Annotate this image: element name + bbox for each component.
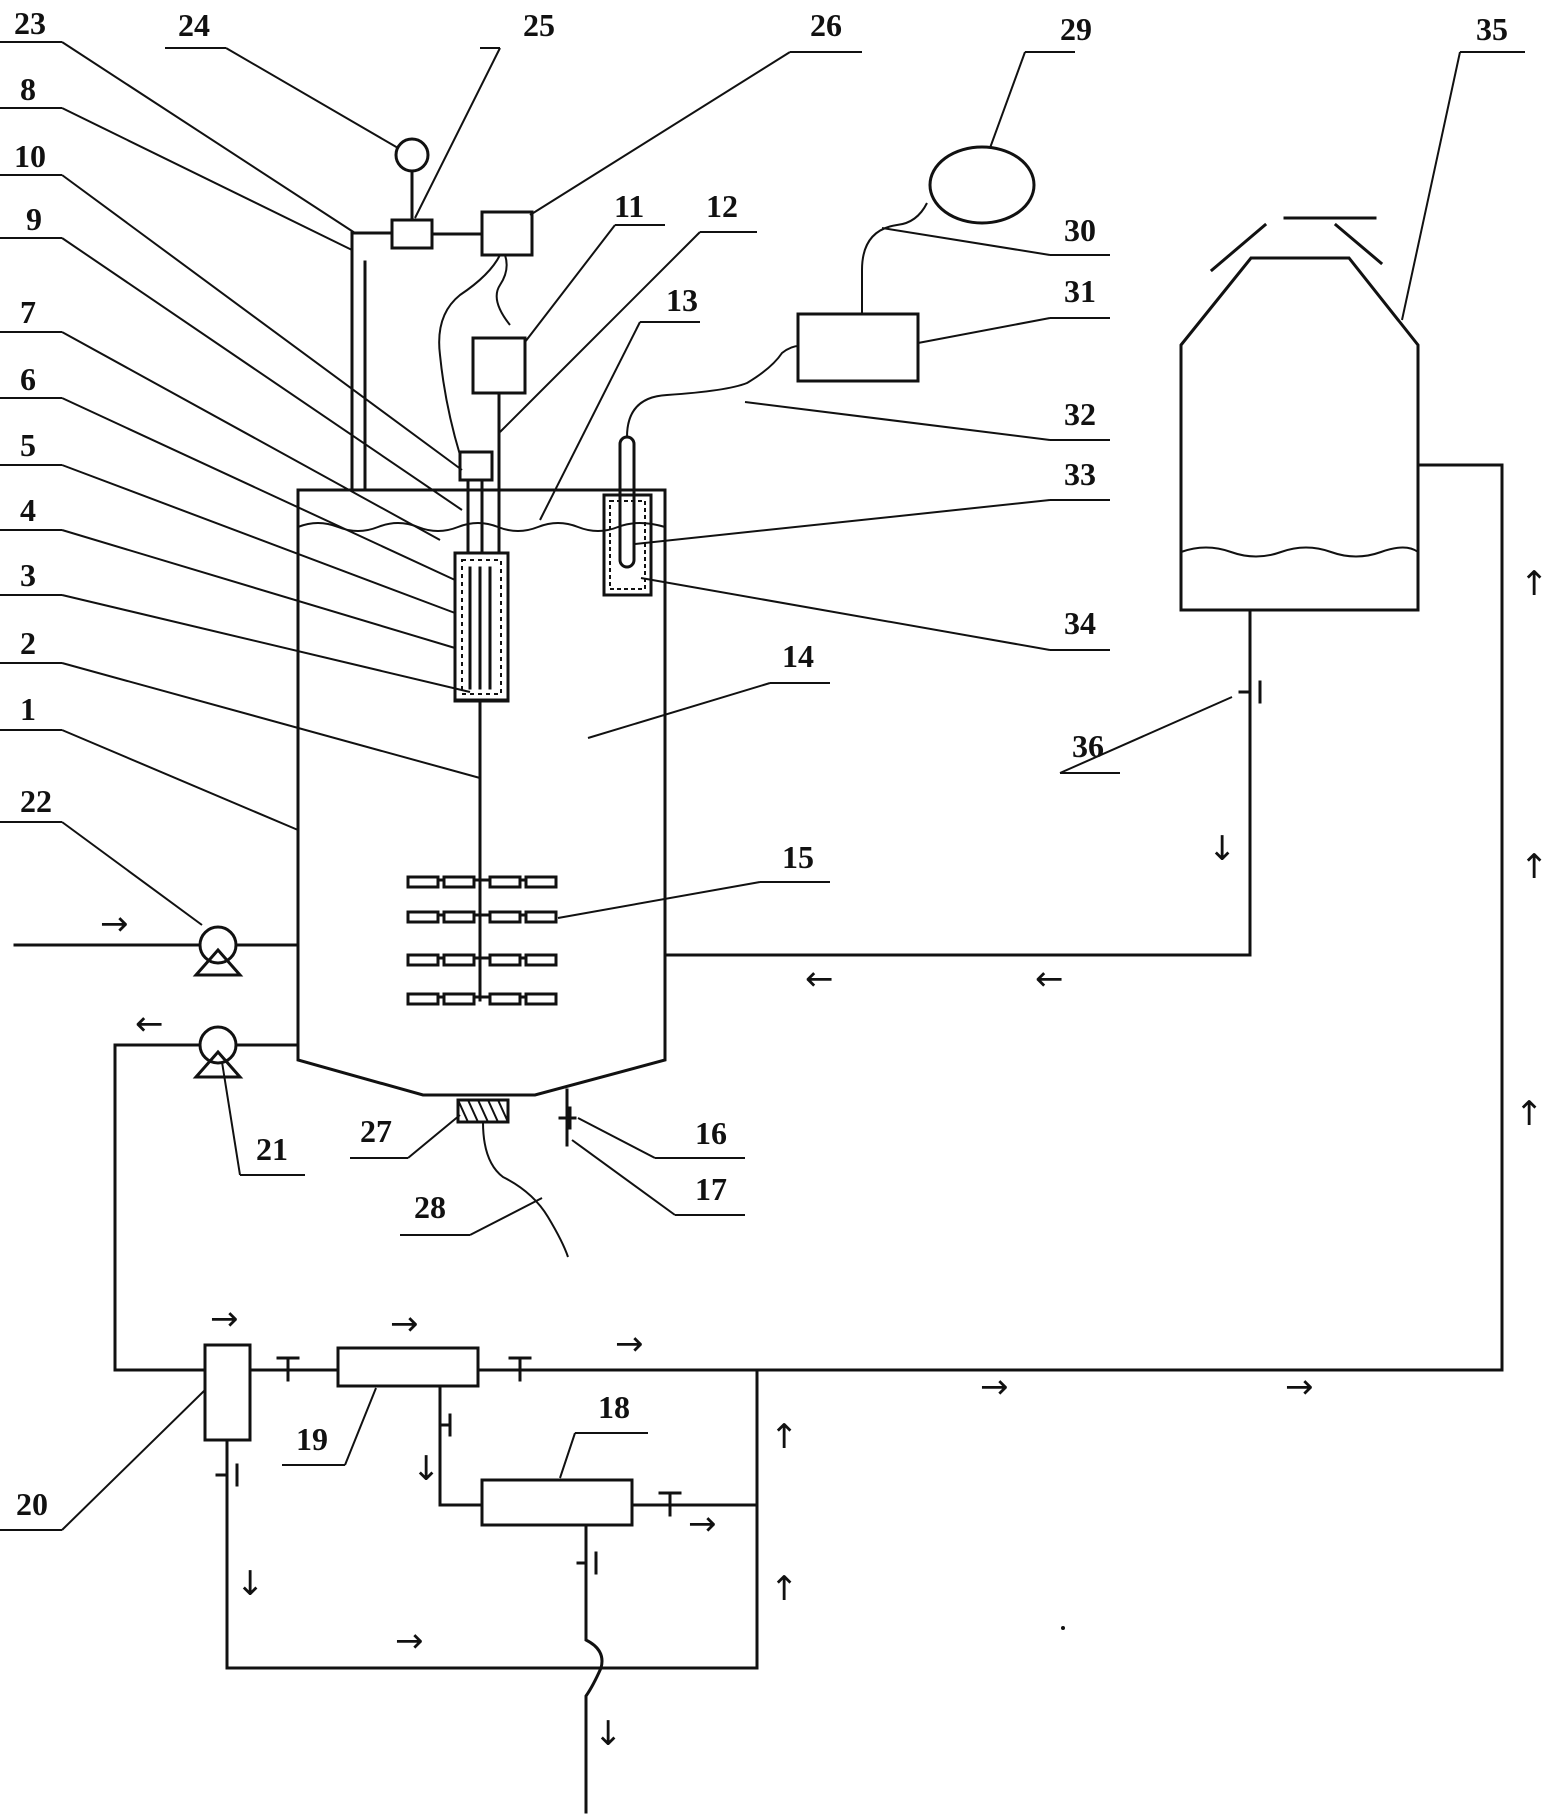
label-4: 4 bbox=[20, 492, 36, 528]
arrow-down-icon: ↓ bbox=[412, 1449, 441, 1489]
label-16: 16 bbox=[695, 1115, 727, 1151]
controller-box-26 bbox=[480, 210, 534, 257]
box-11 bbox=[471, 336, 527, 395]
label-31: 31 bbox=[1064, 273, 1096, 309]
arrow-left-icon: ← bbox=[1035, 959, 1064, 999]
label-35: 35 bbox=[1476, 11, 1508, 47]
label-24: 24 bbox=[178, 7, 210, 43]
impeller-blades bbox=[406, 875, 558, 1006]
label-23: 23 bbox=[14, 5, 46, 41]
electrode-cell bbox=[453, 551, 510, 703]
label-12: 12 bbox=[706, 188, 738, 224]
unit-18 bbox=[480, 1478, 634, 1527]
label-2: 2 bbox=[20, 625, 36, 661]
label-8: 8 bbox=[20, 71, 36, 107]
label-22: 22 bbox=[20, 783, 52, 819]
stirrer bbox=[406, 699, 558, 1006]
reactor-bottom bbox=[456, 1088, 577, 1258]
part-labels: 23 8 10 9 7 6 5 4 3 2 1 22 24 25 26 29 3… bbox=[14, 5, 1508, 1522]
tank-return-line bbox=[663, 608, 1262, 957]
label-1: 1 bbox=[20, 691, 36, 727]
arrow-down-icon: ↓ bbox=[236, 1564, 265, 1604]
label-32: 32 bbox=[1064, 396, 1096, 432]
feed-pump-22 bbox=[13, 925, 300, 977]
controller-box-31 bbox=[796, 312, 920, 383]
label-21: 21 bbox=[256, 1131, 288, 1167]
label-15: 15 bbox=[782, 839, 814, 875]
box-9 bbox=[458, 450, 494, 482]
outlet-pump-21 bbox=[113, 1025, 300, 1372]
reactor-vessel bbox=[296, 488, 667, 1097]
label-7: 7 bbox=[20, 294, 36, 330]
label-20: 20 bbox=[16, 1486, 48, 1522]
label-14: 14 bbox=[782, 638, 814, 674]
label-28: 28 bbox=[414, 1189, 446, 1225]
arrow-left-icon: ← bbox=[805, 959, 834, 999]
storage-tank bbox=[1179, 216, 1420, 612]
gas-control-unit bbox=[390, 137, 534, 456]
label-29: 29 bbox=[1060, 11, 1092, 47]
label-27: 27 bbox=[360, 1113, 392, 1149]
label-25: 25 bbox=[523, 7, 555, 43]
pressure-gauge-24 bbox=[394, 137, 430, 173]
label-5: 5 bbox=[20, 427, 36, 463]
valve-box-25 bbox=[390, 218, 434, 250]
label-19: 19 bbox=[296, 1421, 328, 1457]
label-13: 13 bbox=[666, 282, 698, 318]
unit-19 bbox=[336, 1346, 480, 1388]
arrow-up-icon: ↑ bbox=[1520, 564, 1545, 604]
label-26: 26 bbox=[810, 7, 842, 43]
arrow-down-icon: ↓ bbox=[1208, 829, 1237, 869]
gauge-29 bbox=[928, 145, 1036, 225]
arrow-right-icon: → bbox=[210, 1299, 239, 1339]
label-34: 34 bbox=[1064, 605, 1096, 641]
label-36: 36 bbox=[1072, 728, 1104, 764]
arrow-right-icon: → bbox=[1285, 1367, 1314, 1407]
arrow-down-icon: ↓ bbox=[594, 1714, 623, 1754]
label-17: 17 bbox=[695, 1171, 727, 1207]
vent-tubes bbox=[350, 231, 394, 492]
sensor-assembly bbox=[458, 336, 527, 555]
label-33: 33 bbox=[1064, 456, 1096, 492]
tank-inlet-line bbox=[755, 463, 1504, 1372]
label-10: 10 bbox=[14, 138, 46, 174]
arrow-up-icon: ↑ bbox=[770, 1569, 799, 1609]
separation-train bbox=[203, 1343, 759, 1814]
arrow-right-icon: → bbox=[100, 904, 129, 944]
unit-20 bbox=[203, 1343, 252, 1442]
arrow-up-icon: ↑ bbox=[1520, 847, 1545, 887]
arrow-right-icon: → bbox=[980, 1367, 1009, 1407]
arrow-right-icon: → bbox=[615, 1324, 644, 1364]
arrow-left-icon: ← bbox=[135, 1004, 164, 1044]
label-9: 9 bbox=[26, 201, 42, 237]
label-11: 11 bbox=[614, 188, 644, 224]
arrow-right-icon: → bbox=[390, 1304, 419, 1344]
label-3: 3 bbox=[20, 557, 36, 593]
arrow-up-icon: ↑ bbox=[1515, 1094, 1544, 1134]
label-18: 18 bbox=[598, 1389, 630, 1425]
leader-lines bbox=[0, 41, 1525, 1531]
arrow-right-icon: → bbox=[395, 1621, 424, 1661]
label-6: 6 bbox=[20, 361, 36, 397]
arrow-up-icon: ↑ bbox=[770, 1417, 799, 1457]
probe-assembly bbox=[602, 145, 1036, 597]
label-30: 30 bbox=[1064, 212, 1096, 248]
stray-dot bbox=[1061, 1626, 1065, 1630]
arrow-right-icon: → bbox=[688, 1504, 717, 1544]
flow-arrows: → ← ← ← ↓ ↑ ↑ ↑ → → → → → ↑ ↑ ↓ → ↓ → ↓ bbox=[100, 564, 1545, 1754]
